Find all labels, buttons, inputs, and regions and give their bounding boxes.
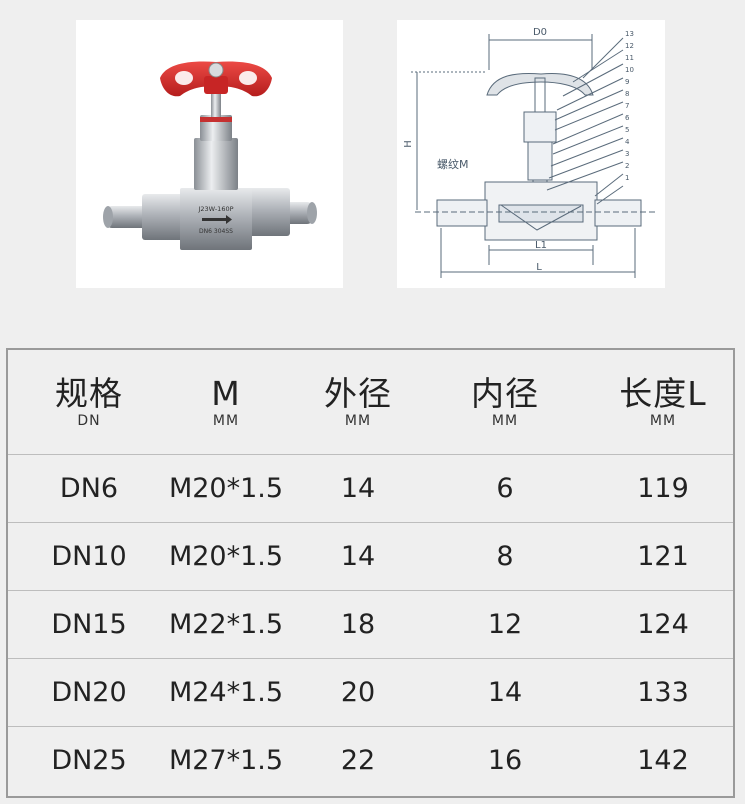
technical-drawing: D0 H 螺纹M L1 L 13 12 11 10 9 8 7 6 5 4 3 2 1: [397, 20, 665, 288]
cell-dn: DN20: [51, 677, 127, 708]
part-number-label: 8: [625, 90, 629, 98]
header-cell-inner-diameter: 内径 MM: [471, 374, 539, 430]
cell-length: 133: [637, 677, 689, 708]
table-header-row: 规格 DN M MM 外径 MM 内径 MM 长度L MM: [8, 350, 733, 455]
table-row: DN10 M20*1.5 14 8 121: [8, 523, 733, 591]
product-photo: J23W-160P DN6 304SS: [76, 20, 343, 288]
part-number-label: 12: [625, 42, 634, 50]
cell-inner: 6: [496, 473, 514, 504]
cell-m: M20*1.5: [168, 541, 284, 572]
part-number-label: 13: [625, 30, 634, 38]
cell-m: M24*1.5: [168, 677, 284, 708]
cell-outer: 20: [340, 677, 376, 708]
bonnet: [194, 138, 238, 190]
cell-m: M22*1.5: [168, 609, 284, 640]
part-number-label: 9: [625, 78, 629, 86]
table-row: DN15 M22*1.5 18 12 124: [8, 591, 733, 659]
table-row: DN6 M20*1.5 14 6 119: [8, 455, 733, 523]
left-nut: [142, 194, 184, 240]
part-number-label: 4: [625, 138, 630, 146]
cell-m: M27*1.5: [168, 745, 284, 776]
part-number-label: 6: [625, 114, 630, 122]
dim-l1-label: L1: [535, 240, 547, 251]
cell-dn: DN15: [51, 609, 127, 640]
part-number-label: 7: [625, 102, 629, 110]
part-number-label: 1: [625, 174, 629, 182]
cell-m: M20*1.5: [168, 473, 284, 504]
header-cell-outer-diameter: 外径 MM: [324, 374, 392, 430]
body-marking-1: J23W-160P: [197, 205, 233, 213]
thread-label: 螺纹M: [437, 157, 469, 171]
cell-outer: 14: [340, 541, 376, 572]
cell-dn: DN25: [51, 745, 127, 776]
dim-h-label: H: [403, 140, 414, 148]
part-number-list: 13 12 11 10 9 8 7 6 5 4 3 2 1: [625, 30, 634, 182]
dim-l-label: L: [536, 262, 542, 273]
cell-length: 142: [637, 745, 689, 776]
part-number-label: 10: [625, 66, 634, 74]
cell-length: 121: [637, 541, 689, 572]
cell-length: 119: [637, 473, 689, 504]
body-marking-2: DN6 304SS: [199, 228, 233, 235]
cell-outer: 18: [340, 609, 376, 640]
stem: [211, 92, 221, 117]
handwheel-nut: [208, 62, 224, 78]
cell-inner: 16: [487, 745, 523, 776]
cell-inner: 14: [487, 677, 523, 708]
part-number-label: 11: [625, 54, 634, 62]
valve-cross-section: D0 H 螺纹M L1 L 13 12 11 10 9 8 7 6 5 4 3 2 1: [403, 27, 655, 278]
header-cell-m: M MM: [211, 374, 241, 430]
needle-valve-photo: J23W-160P DN6 304SS: [103, 61, 317, 250]
header-cell-length: 长度L MM: [619, 374, 707, 430]
cell-inner: 8: [496, 541, 514, 572]
header-cell-dn: 规格 DN: [55, 374, 123, 430]
dim-d0-label: D0: [533, 27, 547, 38]
table-row: DN25 M27*1.5 22 16 142: [8, 727, 733, 794]
cell-dn: DN10: [51, 541, 127, 572]
right-nut: [248, 188, 290, 236]
flow-arrow-icon: [202, 215, 232, 224]
part-number-label: 3: [625, 150, 629, 158]
cell-outer: 14: [340, 473, 376, 504]
part-number-label: 5: [625, 126, 629, 134]
cell-inner: 12: [487, 609, 523, 640]
cell-length: 124: [637, 609, 689, 640]
part-number-label: 2: [625, 162, 629, 170]
spec-table: 规格 DN M MM 外径 MM 内径 MM 长度L MM DN6 M20*1.…: [6, 348, 735, 798]
cell-outer: 22: [340, 745, 376, 776]
cell-dn: DN6: [59, 473, 119, 504]
table-row: DN20 M24*1.5 20 14 133: [8, 659, 733, 727]
